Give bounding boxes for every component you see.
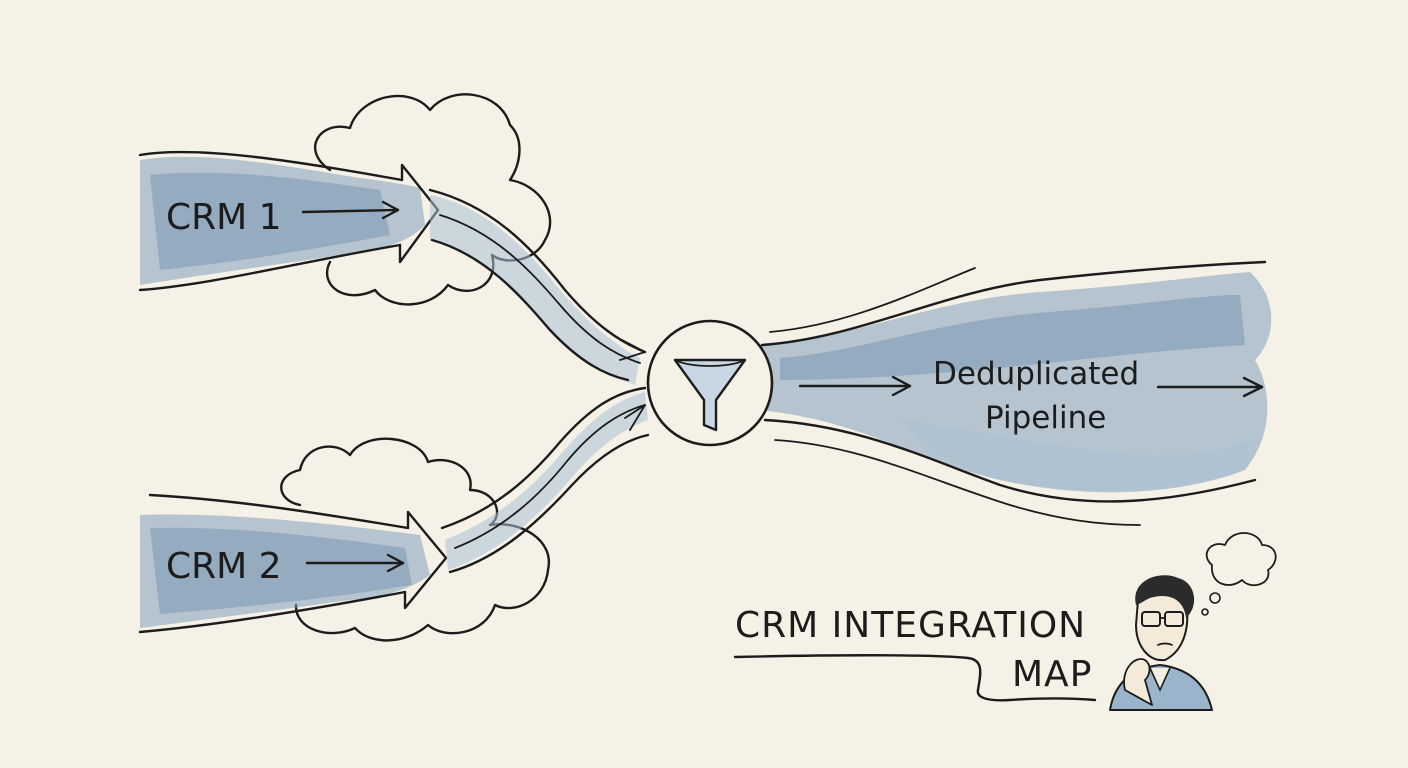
output-label-line-1: Deduplicated: [933, 356, 1139, 392]
channel-upper: [428, 188, 647, 385]
source-label-crm-1: CRM 1: [166, 197, 282, 238]
arrow-output-exit: [1156, 376, 1264, 398]
stream-output: [760, 260, 1272, 526]
person-hair: [1135, 575, 1195, 618]
funnel-icon: [673, 358, 747, 432]
output-label-line-2: Pipeline: [985, 400, 1106, 436]
title-block: CRM INTEGRATION MAP: [733, 605, 1097, 702]
title-underline: [733, 654, 1097, 702]
arrow-crm-2: [305, 553, 405, 573]
arrow-to-output-label: [798, 375, 912, 397]
thought-cloud: [1205, 532, 1277, 587]
glasses-icon: [1141, 611, 1184, 627]
channel-lower: [440, 386, 650, 574]
title-line-1: CRM INTEGRATION: [735, 605, 1086, 646]
source-label-crm-2: CRM 2: [166, 546, 282, 587]
stream-crm-1: [138, 150, 440, 292]
stream-crm-2: [138, 493, 448, 634]
cloud-top: [313, 93, 552, 306]
title-line-2: MAP: [1012, 654, 1092, 695]
thinking-person-illustration: [1109, 532, 1277, 711]
filter-node: [646, 319, 774, 447]
arrow-crm-1: [301, 200, 400, 220]
person-hand: [1123, 658, 1153, 706]
